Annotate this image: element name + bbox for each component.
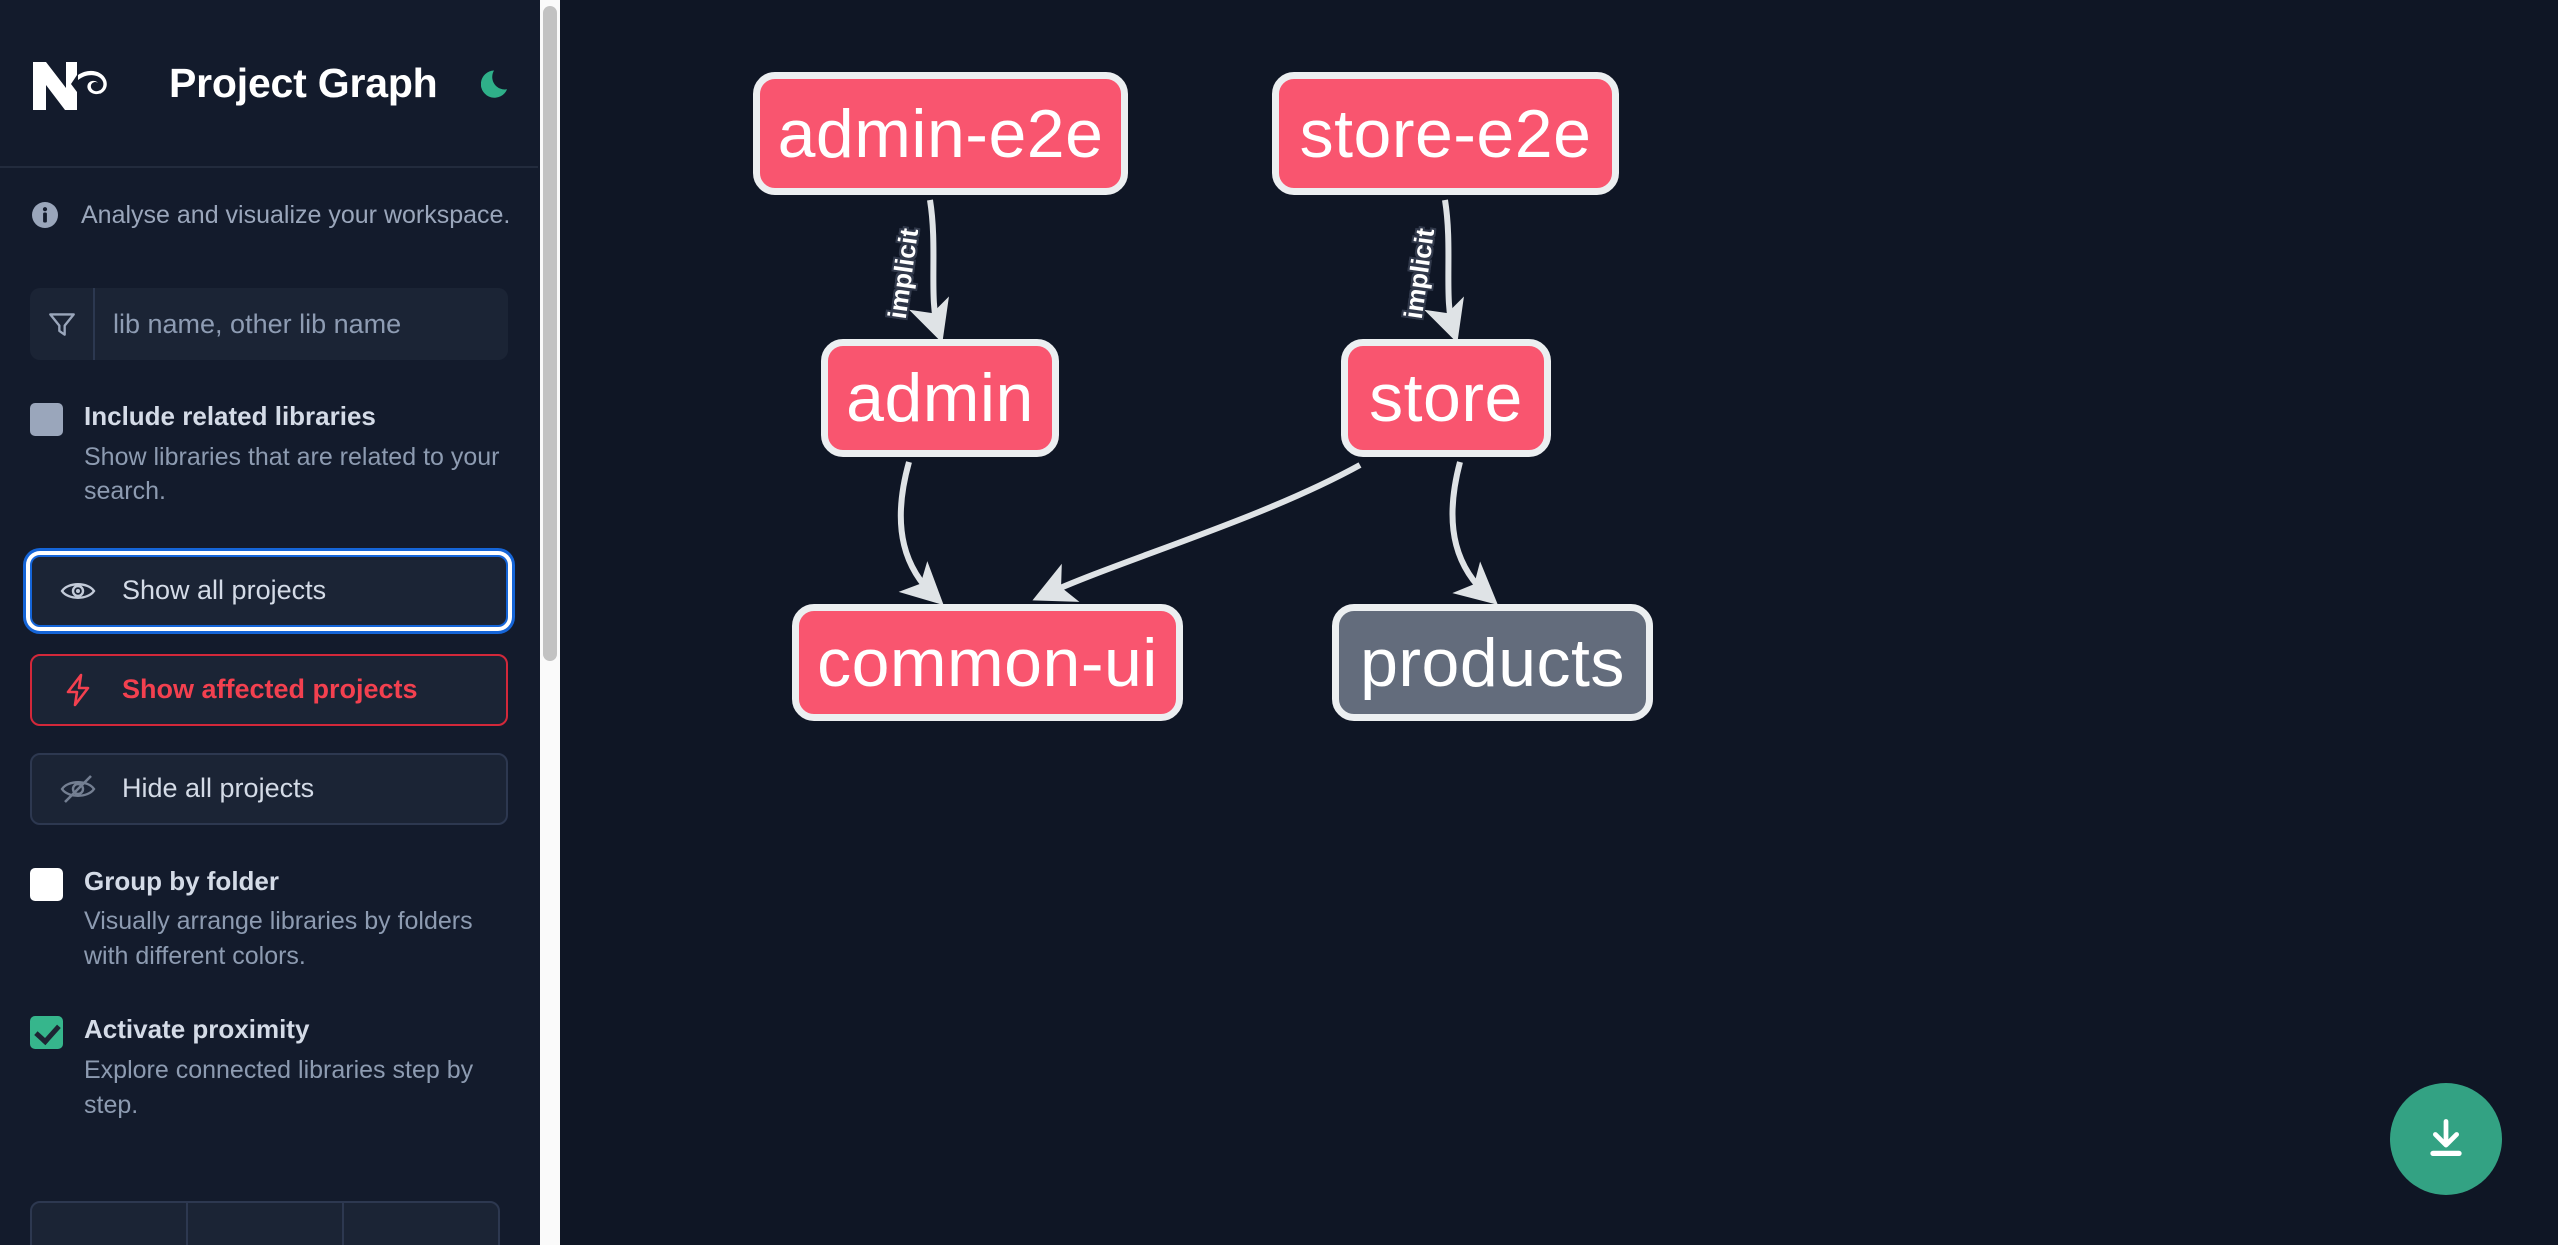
proximity-tab-3[interactable] — [344, 1203, 498, 1245]
lightning-icon — [60, 672, 96, 708]
proximity-tab-2[interactable] — [188, 1203, 344, 1245]
option-include-related-libraries[interactable]: Include related libraries Show libraries… — [30, 398, 508, 509]
option-description: Visually arrange libraries by folders wi… — [84, 907, 473, 970]
edge-store-e2e-to-store — [1424, 199, 1464, 343]
search-input[interactable] — [95, 288, 508, 360]
sidebar: Project Graph Analy — [0, 0, 560, 1245]
button-label: Hide all projects — [122, 773, 315, 804]
option-description: Show libraries that are related to your … — [84, 442, 500, 506]
search-bar — [30, 288, 508, 360]
sidebar-scrollbar-thumb[interactable] — [543, 6, 557, 661]
graph-node-admin-e2e[interactable]: admin-e2e — [753, 72, 1128, 195]
graph-node-store-e2e[interactable]: store-e2e — [1272, 72, 1619, 195]
button-label: Show all projects — [122, 575, 327, 606]
node-label: admin-e2e — [777, 95, 1104, 172]
moon-icon[interactable] — [478, 63, 518, 103]
activate-proximity-checkbox[interactable] — [30, 1016, 63, 1050]
option-label: Activate proximity — [84, 1014, 310, 1045]
download-graph-button[interactable] — [2390, 1083, 2502, 1195]
graph-node-admin[interactable]: admin — [821, 339, 1059, 457]
node-label: products — [1360, 624, 1625, 701]
proximity-step-tabs[interactable] — [30, 1201, 500, 1245]
include-related-libraries-checkbox[interactable] — [30, 403, 63, 436]
visibility-button-group: Show all projects Show affected projects — [30, 554, 508, 825]
graph-node-products[interactable]: products — [1332, 604, 1653, 721]
sidebar-body: Analyse and visualize your workspace. In… — [0, 200, 538, 1122]
option-activate-proximity[interactable]: Activate proximity Explore connected lib… — [30, 1011, 508, 1122]
hide-all-projects-button[interactable]: Hide all projects — [30, 752, 508, 825]
eye-off-icon — [60, 771, 96, 807]
edge-admin-e2e-to-admin — [909, 199, 949, 343]
nx-logo-icon — [30, 54, 122, 112]
sidebar-header: Project Graph — [0, 0, 538, 168]
info-icon — [30, 200, 60, 230]
filter-icon — [30, 288, 95, 360]
node-label: store — [1369, 360, 1523, 436]
option-label: Group by folder — [84, 865, 279, 896]
graph-edges — [897, 199, 1498, 606]
node-label: store-e2e — [1299, 95, 1592, 172]
show-affected-projects-button[interactable]: Show affected projects — [30, 653, 508, 726]
show-all-projects-button[interactable]: Show all projects — [30, 554, 508, 627]
graph-canvas[interactable]: admin-e2e store-e2e admin store common-u… — [560, 0, 2558, 1245]
node-label: admin — [846, 360, 1034, 436]
subtitle-text: Analyse and visualize your workspace. — [81, 200, 511, 229]
sidebar-content: Project Graph Analy — [0, 0, 560, 1245]
button-label: Show affected projects — [122, 674, 418, 705]
proximity-tab-1[interactable] — [32, 1203, 188, 1245]
group-by-folder-checkbox[interactable] — [30, 867, 63, 901]
eye-icon — [60, 573, 96, 609]
workspace-subtitle: Analyse and visualize your workspace. — [30, 200, 511, 230]
download-icon — [2420, 1112, 2472, 1167]
edge-store-to-common-ui — [1032, 462, 1362, 602]
node-label: common-ui — [817, 624, 1158, 701]
graph-node-store[interactable]: store — [1341, 339, 1551, 457]
page-title: Project Graph — [169, 59, 438, 106]
option-label: Include related libraries — [84, 401, 376, 431]
edge-store-to-products — [1449, 461, 1498, 605]
option-group-by-folder[interactable]: Group by folder Visually arrange librari… — [30, 863, 508, 974]
option-description: Explore connected libraries step by step… — [84, 1056, 474, 1119]
graph-node-common-ui[interactable]: common-ui — [792, 604, 1183, 721]
sidebar-scrollbar[interactable] — [540, 0, 560, 1245]
edge-admin-to-common-ui — [897, 461, 944, 606]
